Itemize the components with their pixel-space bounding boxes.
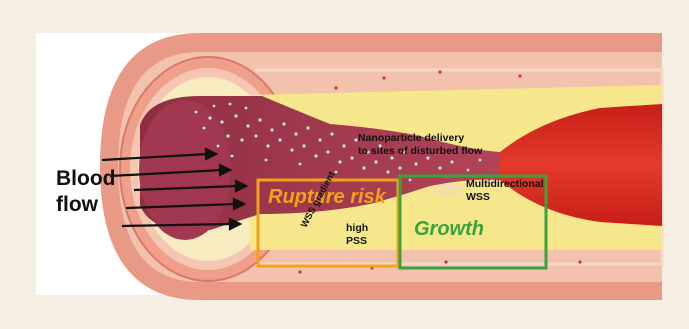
growth-title: Growth bbox=[414, 218, 484, 241]
blood-flow-label: Blood flow bbox=[56, 166, 115, 218]
multidirectional-wss-label: Multidirectional WSS bbox=[466, 178, 544, 204]
multidirectional-line2: WSS bbox=[466, 191, 544, 204]
nanoparticle-line2: to sites of disturbed flow bbox=[358, 145, 482, 158]
multidirectional-line1: Multidirectional bbox=[466, 178, 544, 191]
high-pss-line1: high bbox=[346, 222, 368, 235]
blood-flow-line1: Blood bbox=[56, 166, 115, 192]
high-pss-label: high PSS bbox=[346, 222, 368, 248]
blood-flow-line2: flow bbox=[56, 192, 115, 218]
nanoparticle-label: Nanoparticle delivery to sites of distur… bbox=[358, 132, 482, 158]
nanoparticle-line1: Nanoparticle delivery bbox=[358, 132, 482, 145]
high-pss-line2: PSS bbox=[346, 235, 368, 248]
